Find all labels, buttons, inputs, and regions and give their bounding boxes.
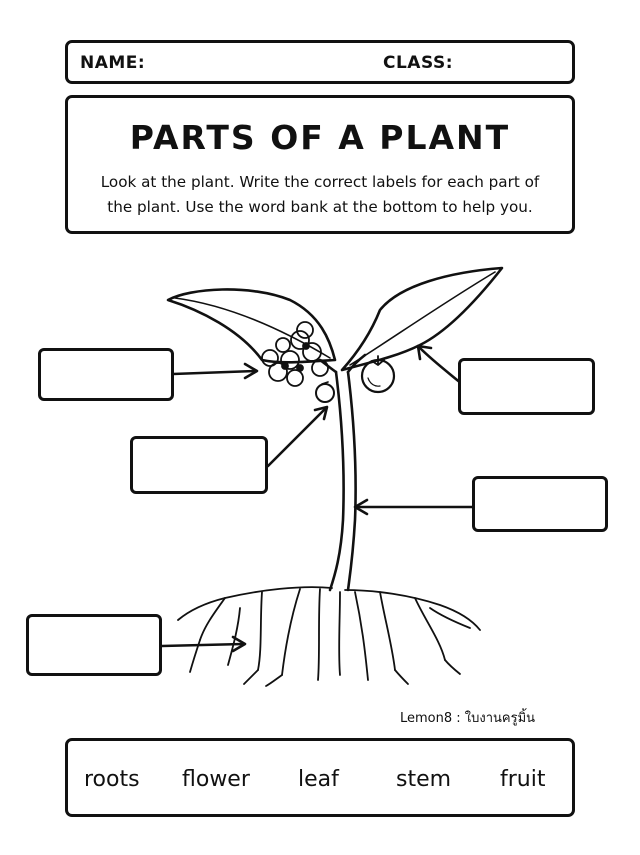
word-bank-item-stem: stem — [396, 767, 452, 792]
class-label: CLASS: — [383, 53, 453, 73]
small-fruit — [315, 383, 335, 403]
word-bank-item-flower: flower — [182, 767, 250, 792]
roots — [177, 586, 481, 687]
label-box-stem[interactable] — [472, 476, 608, 532]
label-box-fruit[interactable] — [130, 436, 268, 494]
right-leaf — [340, 266, 504, 372]
title-box: PARTS OF A PLANT Look at the plant. Writ… — [65, 95, 575, 234]
stem — [328, 370, 345, 592]
word-bank-item-fruit: fruit — [500, 767, 546, 792]
label-box-leaf[interactable] — [458, 358, 595, 415]
word-bank-box: roots flower leaf stem fruit — [65, 738, 575, 817]
word-bank-item-leaf: leaf — [298, 767, 339, 792]
name-label: NAME: — [80, 53, 146, 73]
instructions: Look at the plant. Write the correct lab… — [100, 173, 540, 216]
page-title: PARTS OF A PLANT — [129, 118, 511, 157]
credit-text: Lemon8 : ใบงานครูมิ้น — [400, 711, 536, 726]
name-class-box: NAME: CLASS: — [65, 40, 575, 84]
label-box-flower[interactable] — [38, 348, 174, 401]
flowers — [261, 321, 329, 387]
word-bank-item-roots: roots — [84, 767, 140, 792]
left-leaf — [166, 288, 337, 364]
arrows — [160, 344, 475, 653]
label-box-roots[interactable] — [26, 614, 162, 676]
